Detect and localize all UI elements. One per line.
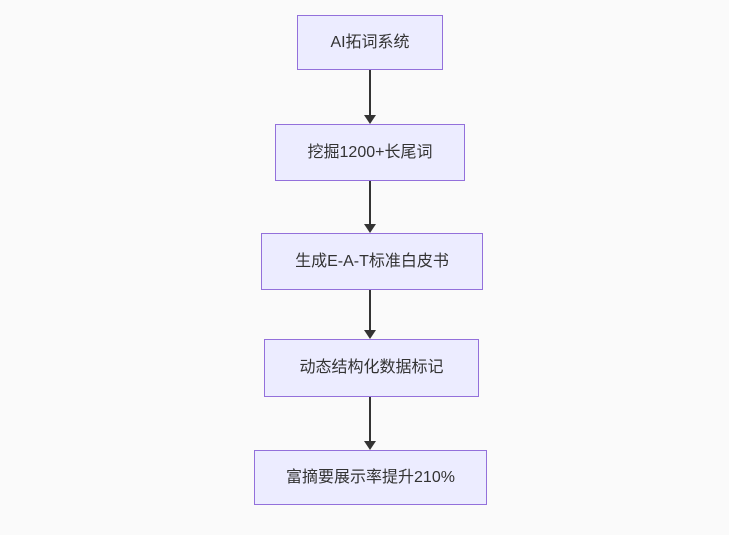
node-label: 富摘要展示率提升210% bbox=[286, 468, 455, 486]
arrow-line bbox=[369, 397, 371, 441]
flowchart-node-longtail-keywords: 挖掘1200+长尾词 bbox=[275, 124, 465, 181]
arrow-line bbox=[369, 290, 371, 330]
flowchart-node-ai-expansion-system: AI拓词系统 bbox=[297, 15, 443, 70]
arrow-head-icon bbox=[364, 224, 376, 233]
arrow-head-icon bbox=[364, 441, 376, 450]
arrow-head-icon bbox=[364, 115, 376, 124]
node-label: AI拓词系统 bbox=[330, 33, 410, 51]
flowchart-arrow-3 bbox=[363, 290, 377, 339]
arrow-line bbox=[369, 181, 371, 224]
flowchart-node-eat-whitepaper: 生成E-A-T标准白皮书 bbox=[261, 233, 483, 290]
arrow-line bbox=[369, 70, 371, 115]
flowchart-arrow-2 bbox=[363, 181, 377, 233]
node-label: 生成E-A-T标准白皮书 bbox=[295, 252, 449, 270]
flowchart-node-structured-data-markup: 动态结构化数据标记 bbox=[264, 339, 479, 397]
flowchart-arrow-4 bbox=[363, 397, 377, 450]
flowchart-node-rich-snippet-rate: 富摘要展示率提升210% bbox=[254, 450, 487, 505]
node-label: 挖掘1200+长尾词 bbox=[307, 143, 433, 161]
node-label: 动态结构化数据标记 bbox=[299, 359, 444, 377]
flowchart-arrow-1 bbox=[363, 70, 377, 124]
arrow-head-icon bbox=[364, 330, 376, 339]
